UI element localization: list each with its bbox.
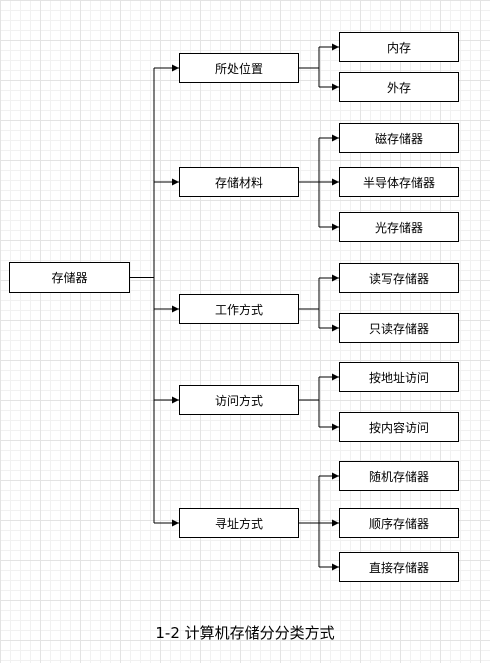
category-node-working-mode: 工作方式 [179, 294, 299, 324]
category-label: 所处位置 [214, 61, 263, 76]
arrowhead [172, 305, 179, 313]
category-label: 访问方式 [214, 393, 263, 408]
arrowhead [332, 373, 339, 381]
leaf-label: 顺序存储器 [368, 516, 429, 531]
leaf-label: 直接存储器 [368, 560, 429, 575]
arrowhead [332, 563, 339, 571]
leaf-label: 光存储器 [374, 220, 423, 235]
leaf-label: 读写存储器 [368, 271, 429, 286]
root-node: 存储器 [9, 262, 130, 293]
category-label: 工作方式 [214, 302, 263, 317]
leaf-node-sequential-access: 顺序存储器 [339, 508, 459, 538]
arrowhead [332, 178, 339, 186]
arrowhead [332, 134, 339, 142]
category-node-material: 存储材料 [179, 167, 299, 197]
leaf-label: 磁存储器 [374, 131, 423, 146]
leaf-label: 内存 [386, 40, 411, 55]
root-label: 存储器 [51, 271, 88, 285]
leaf-label: 随机存储器 [368, 469, 429, 484]
leaf-node-optical: 光存储器 [339, 212, 459, 242]
arrowhead [332, 324, 339, 332]
arrowhead [332, 274, 339, 282]
leaf-label: 按地址访问 [368, 370, 429, 385]
leaf-node-semiconductor: 半导体存储器 [339, 167, 459, 197]
arrowhead [172, 178, 179, 186]
leaf-node-read-only: 只读存储器 [339, 313, 459, 343]
category-node-location: 所处位置 [179, 53, 299, 83]
category-label: 存储材料 [214, 175, 263, 190]
leaf-node-random-access: 随机存储器 [339, 461, 459, 491]
leaf-label: 半导体存储器 [362, 175, 435, 190]
arrowhead [332, 43, 339, 51]
leaf-node-content-access: 按内容访问 [339, 412, 459, 442]
leaf-label: 外存 [386, 80, 411, 95]
arrowhead [172, 519, 179, 527]
category-label: 寻址方式 [214, 516, 263, 531]
leaf-node-address-access: 按地址访问 [339, 362, 459, 392]
category-node-access-mode: 访问方式 [179, 385, 299, 415]
arrowhead [332, 223, 339, 231]
leaf-label: 按内容访问 [368, 420, 429, 435]
arrowhead [332, 423, 339, 431]
figure-caption: 1-2 计算机存储分分类方式 [155, 624, 335, 642]
arrowhead [172, 64, 179, 72]
leaf-node-external-memory: 外存 [339, 72, 459, 102]
arrowhead [332, 472, 339, 480]
arrowhead [172, 396, 179, 404]
arrowhead [332, 83, 339, 91]
leaf-node-magnetic: 磁存储器 [339, 123, 459, 153]
leaf-node-direct-access: 直接存储器 [339, 552, 459, 582]
leaf-node-read-write: 读写存储器 [339, 263, 459, 293]
leaf-node-main-memory: 内存 [339, 32, 459, 62]
arrowhead [332, 519, 339, 527]
category-node-addressing-mode: 寻址方式 [179, 508, 299, 538]
leaf-label: 只读存储器 [368, 321, 429, 336]
